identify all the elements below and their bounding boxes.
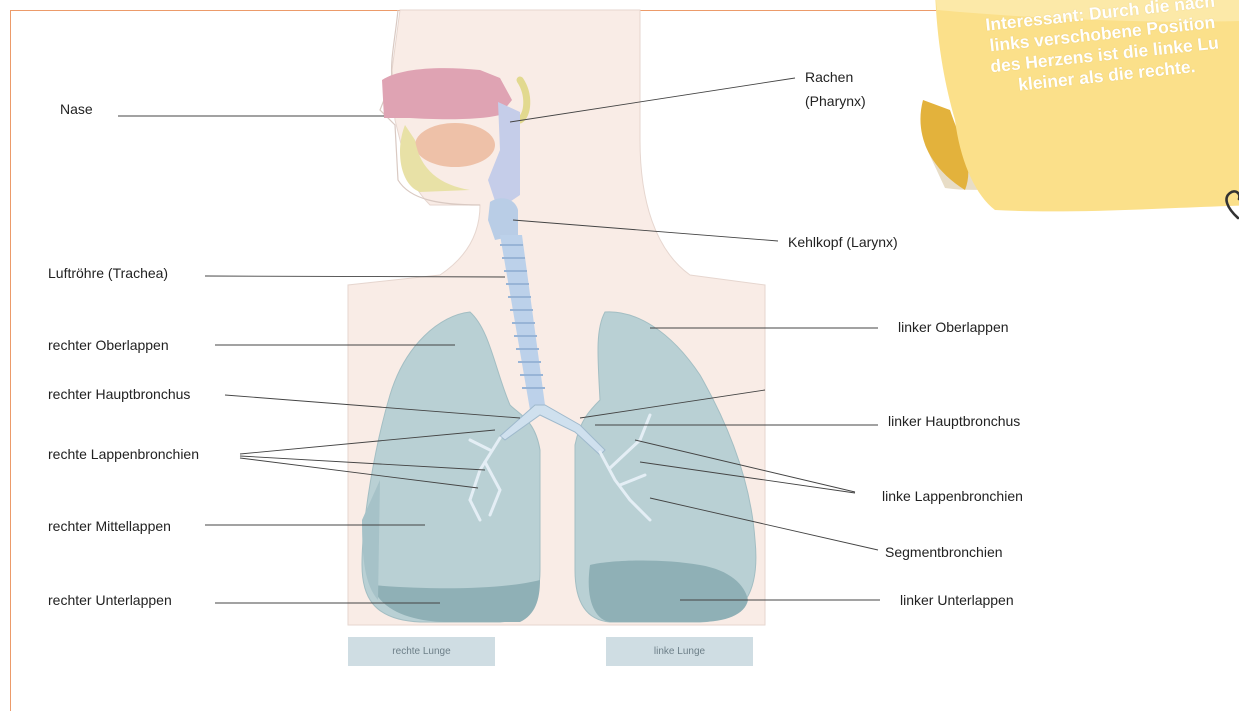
label-rechter-unterlappen: rechter Unterlappen — [48, 591, 172, 609]
label-rechter-mittellappen: rechter Mittellappen — [48, 517, 171, 535]
label-pharynx: (Pharynx) — [805, 92, 866, 110]
mouth-cavity — [415, 123, 495, 167]
label-rachen: Rachen — [805, 68, 853, 86]
label-linker-hauptbronchus: linker Hauptbronchus — [888, 412, 1020, 430]
nasal-cavity — [382, 68, 512, 119]
label-linker-oberlappen: linker Oberlappen — [898, 318, 1009, 336]
label-linker-unterlappen: linker Unterlappen — [900, 591, 1014, 609]
label-rechte-lappenbronchien: rechte Lappenbronchien — [48, 445, 199, 463]
label-rechter-oberlappen: rechter Oberlappen — [48, 336, 169, 354]
label-linke-lappenbronchien: linke Lappenbronchien — [882, 487, 1023, 505]
label-luftroehre: Luftröhre (Trachea) — [48, 264, 168, 282]
label-rechter-hauptbronchus: rechter Hauptbronchus — [48, 385, 190, 403]
tag-linke-lunge: linke Lunge — [606, 637, 753, 666]
label-kehlkopf: Kehlkopf (Larynx) — [788, 233, 898, 251]
label-nase: Nase — [60, 100, 93, 118]
label-segmentbronchien: Segmentbronchien — [885, 543, 1003, 561]
tag-rechte-lunge: rechte Lunge — [348, 637, 495, 666]
